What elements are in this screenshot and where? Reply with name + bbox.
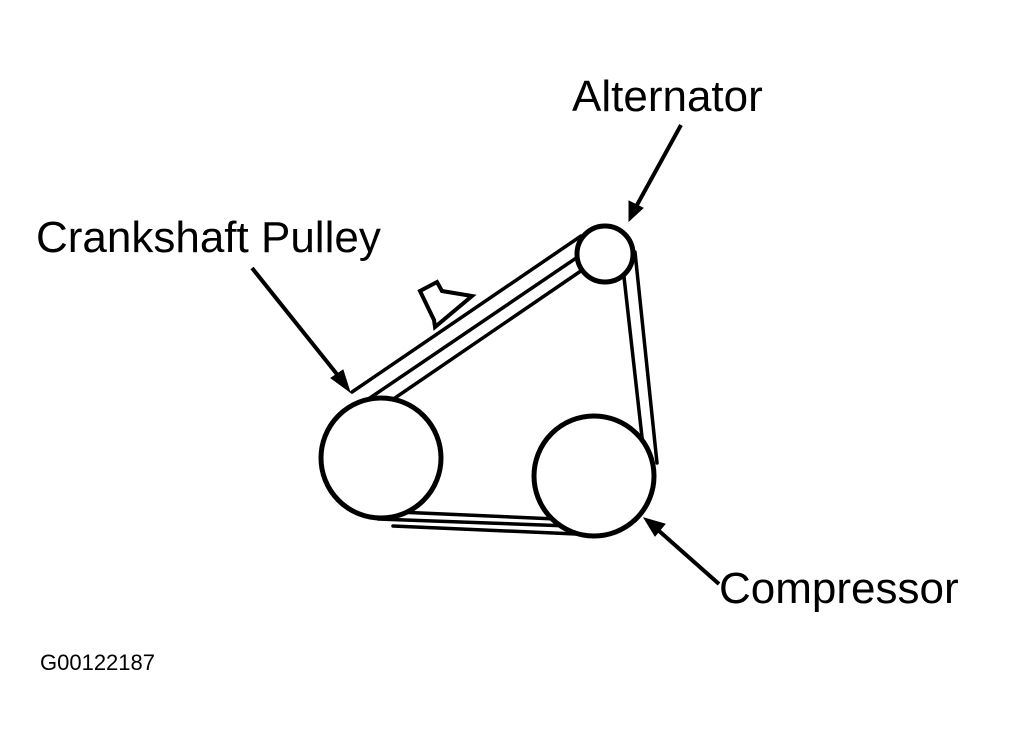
- alternator-leader: [628, 124, 683, 223]
- compressor-label: Compressor: [719, 564, 959, 613]
- compressor-leader: [642, 517, 721, 586]
- belt-crank-to-alternator: [350, 234, 596, 417]
- crankshaft-leader: [250, 266, 351, 394]
- alternator-pulley: [574, 223, 636, 285]
- belt-alternator-to-compressor: [621, 250, 659, 465]
- crankshaft-pulley: [318, 395, 444, 521]
- alternator-label: Alternator: [572, 72, 763, 121]
- figure-id: G00122187: [40, 650, 155, 675]
- crankshaft-pulley-label: Crankshaft Pulley: [36, 213, 381, 262]
- compressor-pulley: [531, 413, 657, 539]
- belt-compressor-to-crank: [376, 510, 578, 536]
- rotation-direction-arrow: [417, 279, 477, 331]
